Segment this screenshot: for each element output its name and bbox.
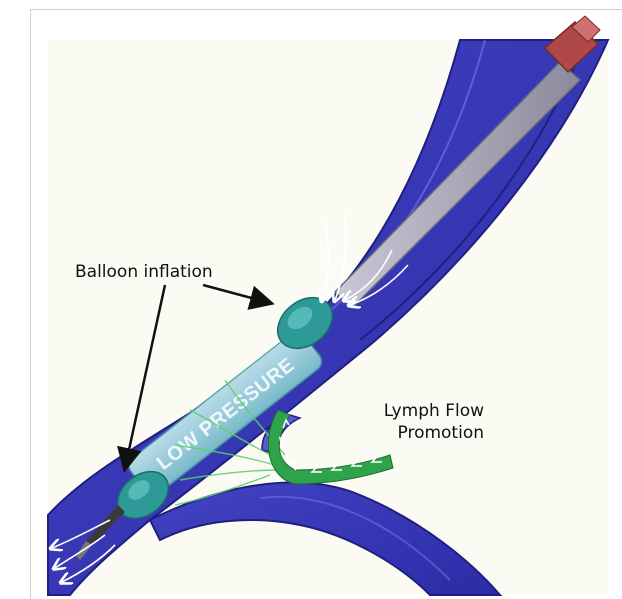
lymph-flow-line-1: Lymph Flow <box>368 400 484 422</box>
balloon-inflation-label: Balloon inflation <box>75 261 213 283</box>
lymph-flow-promotion-label: Lymph Flow Promotion <box>368 400 484 444</box>
lymph-flow-line-2: Promotion <box>368 422 484 444</box>
